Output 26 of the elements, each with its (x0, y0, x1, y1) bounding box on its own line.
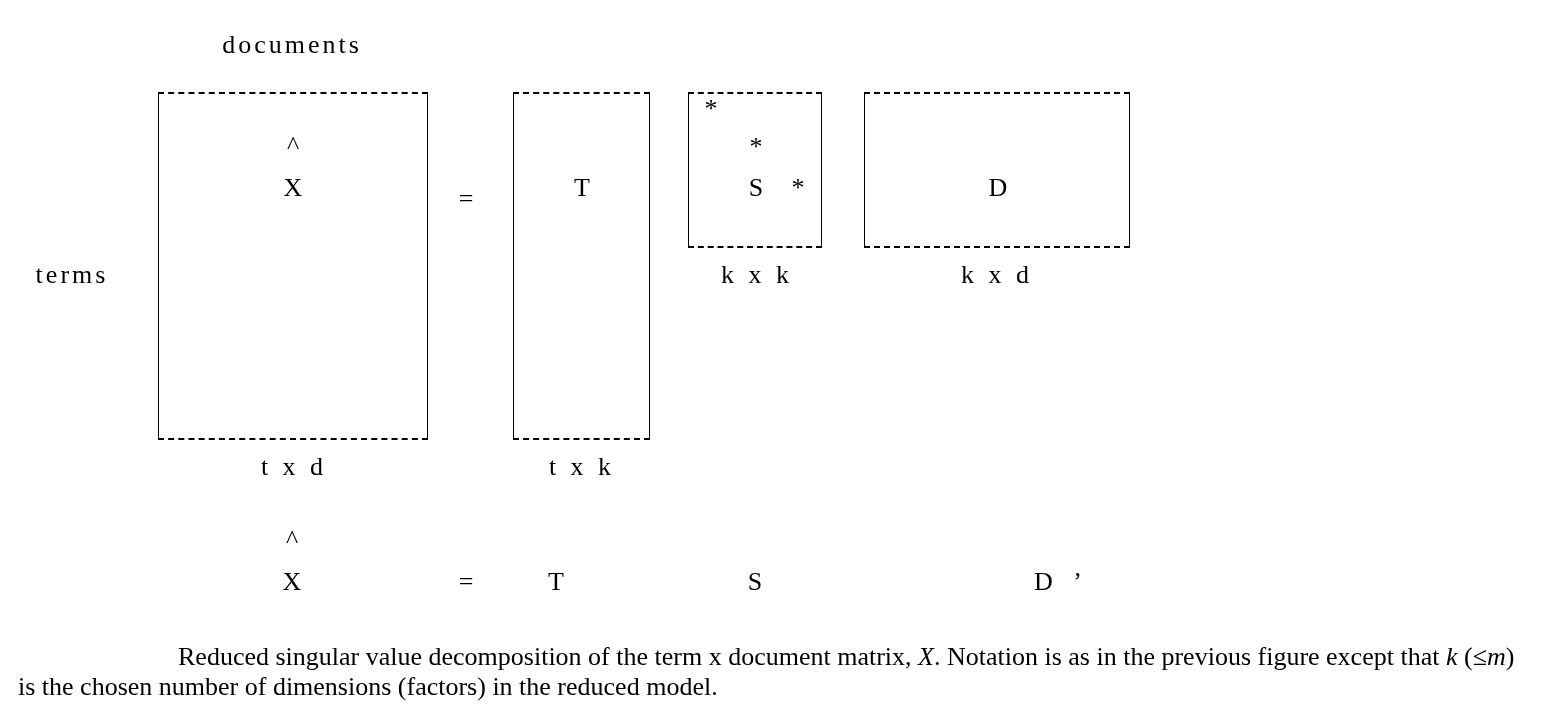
matrix-symbol: * (749, 134, 763, 160)
matrix-symbol: * (704, 96, 718, 122)
matrix-symbol: X (283, 175, 303, 201)
matrix-symbol: * (791, 175, 805, 201)
hat-symbol: ^ (285, 527, 299, 553)
dimension-label: k x d (961, 262, 1029, 288)
matrix-symbol: T (574, 175, 590, 201)
dimension-label: t x d (260, 454, 324, 480)
equals-sign: = (458, 186, 474, 212)
axis-label: documents (222, 32, 362, 58)
matrix-symbol: S (747, 569, 763, 595)
dimension-label: t x k (548, 454, 612, 480)
matrix-box (688, 92, 822, 248)
matrix-symbol: D ’ (1034, 569, 1082, 595)
matrix-box (158, 92, 428, 440)
axis-label: terms (35, 262, 109, 288)
matrix-symbol: X (282, 569, 302, 595)
equals-sign: = (458, 569, 474, 595)
matrix-box (513, 92, 650, 440)
matrix-symbol: ^ (286, 133, 300, 159)
matrix-box (864, 92, 1130, 248)
dimension-label: k x k (721, 262, 789, 288)
caption: Reduced singular value decomposition of the term x document matrix, X. Notation is as in the previous figure except that k (≤m) is the chosen number of dimensions (factors) in the reduced model. (18, 642, 1516, 702)
matrix-symbol: S (748, 175, 764, 201)
matrix-symbol: D (988, 175, 1008, 201)
matrix-symbol: T (548, 569, 564, 595)
